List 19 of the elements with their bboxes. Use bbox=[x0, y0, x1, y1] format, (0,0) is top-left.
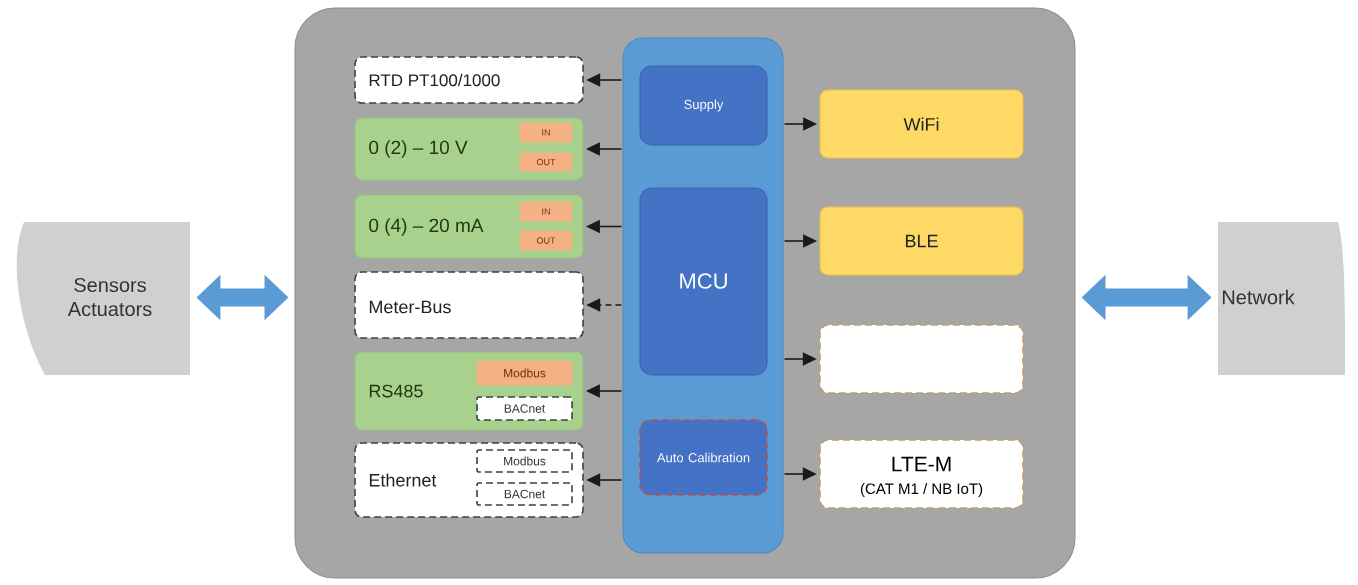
interface-box: RTD PT100/1000 bbox=[354, 56, 584, 104]
protocol-tag: BACnet bbox=[476, 482, 573, 506]
io-tag: OUT bbox=[519, 230, 573, 251]
mcu-block: MCU bbox=[639, 187, 768, 376]
io-tag: IN bbox=[519, 122, 573, 143]
interface-box: Meter-Bus bbox=[354, 271, 584, 339]
radio-box: WiFi bbox=[819, 89, 1024, 159]
radio-box: LTE-M (CAT M1 / NB IoT) bbox=[819, 439, 1024, 509]
io-tag: OUT bbox=[519, 152, 573, 172]
network-block: Network bbox=[1218, 222, 1346, 375]
input-block: Sensors Actuators bbox=[16, 222, 190, 375]
protocol-tag: Modbus bbox=[476, 449, 573, 473]
calibration-block: Auto Calibration bbox=[639, 419, 768, 496]
protocol-tag: Modbus bbox=[476, 360, 573, 386]
io-tag: IN bbox=[519, 201, 573, 222]
radio-box: BLE bbox=[819, 206, 1024, 276]
radio-box bbox=[819, 324, 1024, 394]
protocol-tag: BACnet bbox=[476, 396, 573, 421]
supply-block: Supply bbox=[639, 65, 768, 146]
